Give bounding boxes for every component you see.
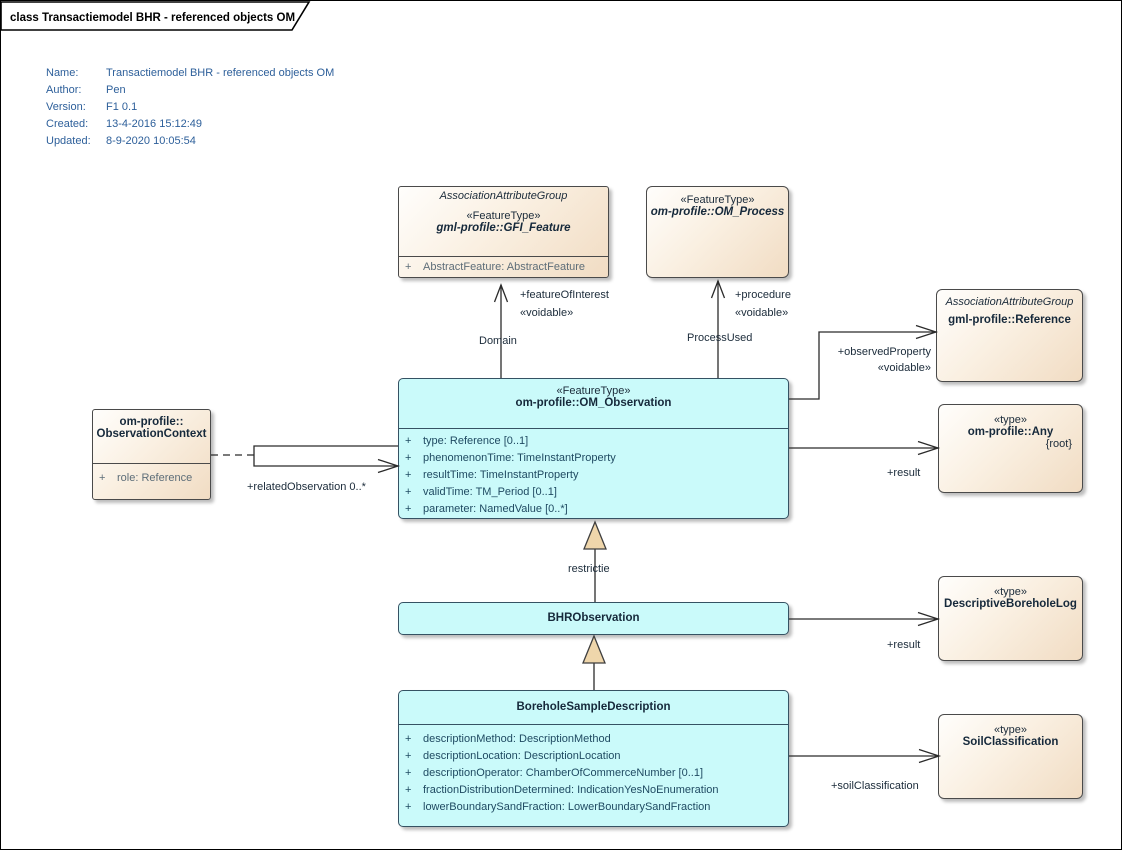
- connector-generalization-restrictie[interactable]: [583, 520, 607, 602]
- class-constraint-root: {root}: [1045, 438, 1072, 450]
- class-name-line1: om-profile::: [119, 416, 184, 428]
- role-label-soil-classification: +soilClassification: [831, 780, 919, 792]
- diagram-title: class Transactiemodel BHR - referenced o…: [10, 12, 295, 24]
- class-soil-classification[interactable]: «type» SoilClassification: [938, 714, 1083, 799]
- class-reference[interactable]: AssociationAttributeGroup gml-profile::R…: [936, 289, 1083, 382]
- diagram-frame-tab: class Transactiemodel BHR - referenced o…: [1, 1, 311, 31]
- attribute-row: +fractionDistributionDetermined: Indicat…: [405, 784, 719, 796]
- attribute-row: + role: Reference: [99, 472, 193, 484]
- stereotype-label-voidable: «voidable»: [520, 307, 574, 319]
- class-descriptive-borehole-log[interactable]: «type» DescriptiveBoreholeLog: [938, 576, 1083, 661]
- connector-procedure[interactable]: [710, 279, 726, 378]
- connector-feature-of-interest[interactable]: [493, 283, 509, 378]
- class-name: om-profile::OM_Observation: [515, 397, 672, 409]
- class-name: om-profile::OM_Process: [650, 206, 785, 218]
- class-name: BoreholeSampleDescription: [516, 701, 671, 713]
- class-group-label: AssociationAttributeGroup: [945, 296, 1074, 308]
- class-group-label: AssociationAttributeGroup: [439, 190, 568, 202]
- class-om-process[interactable]: «FeatureType» om-profile::OM_Process: [646, 186, 789, 278]
- class-name-line2: ObservationContext: [96, 428, 207, 440]
- role-label-observed-property: +observedProperty: [837, 346, 931, 358]
- class-gfi-feature[interactable]: AssociationAttributeGroup «FeatureType» …: [398, 186, 609, 278]
- attribute-row: +type: Reference [0..1]: [405, 435, 529, 447]
- meta-row-created: Created:13-4-2016 15:12:49: [46, 118, 203, 130]
- association-name-domain: Domain: [479, 335, 517, 347]
- attribute-row: +descriptionLocation: DescriptionLocatio…: [405, 750, 621, 762]
- role-label-result-bhr: +result: [887, 639, 921, 651]
- generalization-label-restrictie: restrictie: [568, 563, 610, 575]
- class-bhr-observation[interactable]: BHRObservation: [398, 602, 789, 635]
- class-name: gml-profile::GFI_Feature: [436, 222, 571, 234]
- connector-result-observation[interactable]: [789, 440, 941, 456]
- connector-generalization-bsd[interactable]: [582, 634, 606, 690]
- class-stereotype: «FeatureType»: [466, 210, 541, 222]
- role-label-feature-of-interest: +featureOfInterest: [520, 289, 609, 301]
- connector-related-observation[interactable]: [211, 445, 401, 474]
- attribute-row: +lowerBoundarySandFraction: LowerBoundar…: [405, 801, 711, 813]
- attribute-row: +validTime: TM_Period [0..1]: [405, 486, 557, 498]
- class-name: DescriptiveBoreholeLog: [944, 598, 1077, 610]
- meta-row-version: Version:F1 0.1: [46, 101, 138, 113]
- attribute-row: +descriptionMethod: DescriptionMethod: [405, 733, 611, 745]
- class-any[interactable]: «type» om-profile::Any {root}: [938, 404, 1083, 493]
- class-stereotype: «type»: [993, 586, 1028, 598]
- class-name: om-profile::Any: [967, 426, 1054, 438]
- attribute-row: +resultTime: TimeInstantProperty: [405, 469, 579, 481]
- class-stereotype: «type»: [993, 414, 1028, 426]
- attribute-row: +phenomenonTime: TimeInstantProperty: [405, 452, 616, 464]
- association-name-process-used: ProcessUsed: [687, 332, 753, 344]
- stereotype-label-voidable: «voidable»: [735, 307, 789, 319]
- role-label-result: +result: [887, 467, 921, 479]
- role-label-procedure: +procedure: [735, 289, 791, 301]
- connector-result-bhr[interactable]: [789, 611, 941, 627]
- attribute-row: + AbstractFeature: AbstractFeature: [405, 261, 586, 273]
- meta-row-updated: Updated:8-9-2020 10:05:54: [46, 135, 196, 147]
- class-borehole-sample-description[interactable]: BoreholeSampleDescription +descriptionMe…: [398, 690, 789, 827]
- attribute-row: +parameter: NamedValue [0..*]: [405, 503, 568, 515]
- connector-observed-property[interactable]: [789, 324, 939, 400]
- class-om-observation[interactable]: «FeatureType» om-profile::OM_Observation…: [398, 378, 789, 519]
- meta-row-name: Name:Transactiemodel BHR - referenced ob…: [46, 67, 335, 79]
- class-observation-context[interactable]: om-profile:: ObservationContext + role: …: [92, 409, 211, 500]
- connector-soil-classification[interactable]: [789, 748, 942, 764]
- class-name: gml-profile::Reference: [948, 314, 1071, 326]
- diagram-properties-note: Name:Transactiemodel BHR - referenced ob…: [46, 65, 334, 150]
- attribute-row: +descriptionOperator: ChamberOfCommerceN…: [405, 767, 703, 779]
- class-name: SoilClassification: [962, 736, 1059, 748]
- class-stereotype: «FeatureType»: [556, 385, 631, 397]
- class-stereotype: «type»: [993, 724, 1028, 736]
- role-label-related-observation: +relatedObservation 0..*: [247, 481, 366, 493]
- class-name: BHRObservation: [547, 612, 640, 624]
- meta-row-author: Author:Pen: [46, 84, 126, 96]
- class-stereotype: «FeatureType»: [680, 194, 755, 206]
- stereotype-label-voidable: «voidable»: [877, 362, 931, 374]
